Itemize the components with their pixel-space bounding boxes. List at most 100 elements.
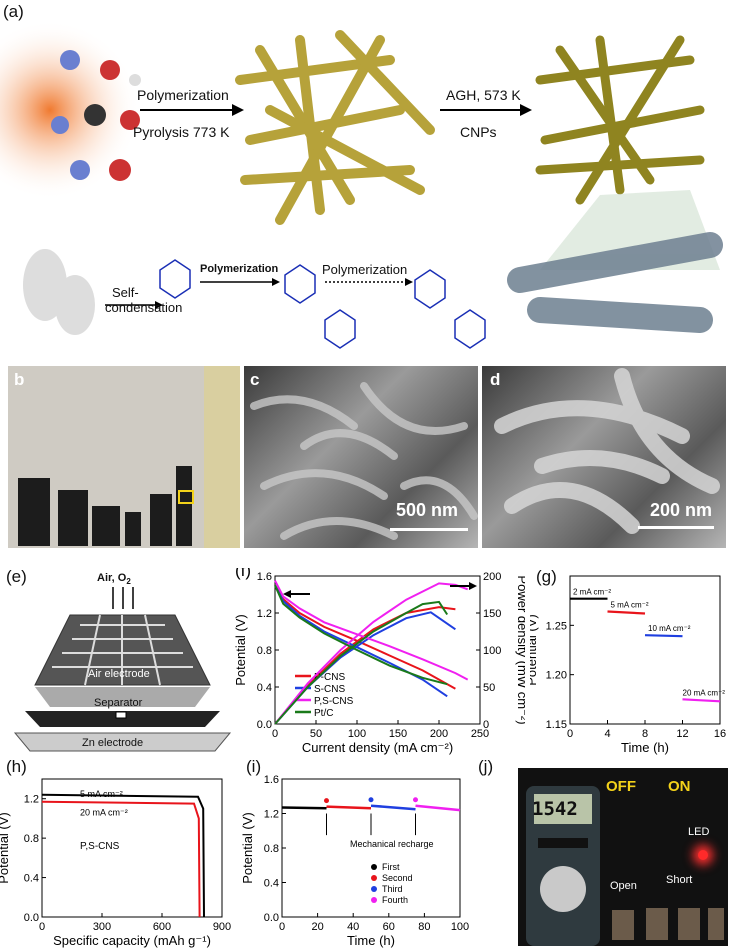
legend-marker-3 xyxy=(371,897,377,903)
x-tick-label: 60 xyxy=(383,921,395,933)
potential-curve-0 xyxy=(274,584,456,690)
series-label-2: 10 mA cm⁻² xyxy=(648,624,691,633)
series-label-0: 5 mA cm⁻² xyxy=(80,789,123,799)
panel-c-sem xyxy=(244,366,478,548)
legend-label-3: Pt/C xyxy=(314,708,333,719)
legend-label-0: P-CNS xyxy=(314,672,345,683)
right-arrow-head xyxy=(469,582,477,590)
panel-e-label: (e) xyxy=(6,567,27,586)
series-line-1 xyxy=(41,800,201,918)
y2-tick-label: 0 xyxy=(483,719,489,731)
air-label: Air, O2 xyxy=(97,572,131,587)
x-tick-label: 100 xyxy=(451,921,469,933)
x-tick-label: 40 xyxy=(347,921,359,933)
legend-label-1: S-CNS xyxy=(314,684,345,695)
step1-bottom-label: Pyrolysis 773 K xyxy=(133,124,230,140)
legend-label-3: Fourth xyxy=(382,895,408,905)
recharge-point-1 xyxy=(324,798,329,804)
panel-d-label: d xyxy=(490,370,501,389)
y-tick-label: 0.0 xyxy=(24,912,39,924)
led-glow xyxy=(698,850,708,860)
polymerization-right-label: Polymerization xyxy=(322,262,408,277)
y2-tick-label: 150 xyxy=(483,608,501,620)
series-line-2 xyxy=(370,804,416,811)
series-line-3 xyxy=(415,804,461,812)
y-tick-label: 0.4 xyxy=(257,682,272,694)
panel-i-label: (i) xyxy=(246,757,262,776)
series-label-0: 2 mA cm⁻² xyxy=(573,588,611,597)
step2-bottom-label: CNPs xyxy=(460,124,497,140)
legend-label-2: P,S-CNS xyxy=(314,696,354,707)
x-tick-label: 0 xyxy=(39,921,45,933)
y2-axis-label: Power density (mW cm⁻²) xyxy=(515,575,525,724)
x-tick-label: 8 xyxy=(642,728,648,740)
panel-c-scale: 500 nm xyxy=(396,500,459,520)
step2-top-label: AGH, 573 K xyxy=(446,87,521,103)
y-tick-label: 0.4 xyxy=(24,873,39,885)
y-axis-label: Potential (V) xyxy=(235,614,248,686)
zn-electrode-label: Zn electrode xyxy=(82,737,144,749)
y-tick-label: 0.0 xyxy=(257,719,272,731)
x-tick-label: 150 xyxy=(389,728,407,740)
y-tick-label: 1.2 xyxy=(257,608,272,620)
x-axis-label: Specific capacity (mAh g⁻¹) xyxy=(53,933,211,948)
y-tick-label: 1.25 xyxy=(546,620,567,632)
x-tick-label: 250 xyxy=(471,728,489,740)
legend-marker-2 xyxy=(371,886,377,892)
series-line-1 xyxy=(607,610,646,615)
panel-f-label: (f) xyxy=(235,568,251,580)
potential-curve-3 xyxy=(274,584,448,686)
tube-bundle-1 xyxy=(235,30,435,225)
multimeter xyxy=(526,786,600,946)
y-tick-label: 1.6 xyxy=(264,774,279,786)
annotation: Mechanical recharge xyxy=(350,839,434,849)
step1-top-label: Polymerization xyxy=(137,87,229,103)
legend-label-0: First xyxy=(382,862,400,872)
legend-marker-1 xyxy=(371,875,377,881)
x-axis-label: Time (h) xyxy=(347,933,395,948)
series-line-0 xyxy=(41,793,205,918)
y-tick-label: 0.8 xyxy=(264,843,279,855)
self-condensation-line2: condensation xyxy=(105,300,183,315)
y-tick-label: 1.15 xyxy=(546,719,567,731)
x-tick-label: 0 xyxy=(567,728,573,740)
recharge-point-3 xyxy=(413,797,418,803)
battery-schematic xyxy=(13,587,232,752)
y2-tick-label: 200 xyxy=(483,571,501,583)
y-tick-label: 0.8 xyxy=(257,645,272,657)
annotation: P,S-CNS xyxy=(80,841,120,852)
x-tick-label: 0 xyxy=(279,921,285,933)
y-axis-label: Potential (V) xyxy=(0,812,11,884)
panel-d-sem xyxy=(482,366,726,548)
legend-label-1: Second xyxy=(382,873,413,883)
x-tick-label: 80 xyxy=(418,921,430,933)
polymerization-bold-label: Polymerization xyxy=(200,263,279,275)
series-line-1 xyxy=(326,805,372,810)
panel-b-photo xyxy=(8,366,240,548)
panel-j-photo: 1542 OFF ON Open Short LED xyxy=(518,768,728,946)
left-arrow-head xyxy=(283,590,291,598)
y-tick-label: 0.0 xyxy=(264,912,279,924)
x-axis-label: Time (h) xyxy=(621,740,669,755)
molecule-structures xyxy=(23,249,486,349)
x-axis-label: Current density (mA cm⁻²) xyxy=(302,740,453,755)
y-tick-label: 1.20 xyxy=(546,670,567,682)
y2-tick-label: 50 xyxy=(483,682,495,694)
recharge-point-2 xyxy=(368,797,374,803)
legend-marker-0 xyxy=(371,864,377,870)
open-label: Open xyxy=(610,880,637,892)
power-curve-0 xyxy=(274,606,456,725)
plot-frame xyxy=(41,778,223,918)
series-label-1: 5 mA cm⁻² xyxy=(611,601,649,610)
air-electrode-label: Air electrode xyxy=(88,668,150,680)
x-tick-label: 4 xyxy=(604,728,610,740)
panel-h-label: (h) xyxy=(6,757,27,776)
off-label: OFF xyxy=(606,778,636,795)
panel-b-label: b xyxy=(14,370,25,389)
panel-c-label: c xyxy=(250,370,260,389)
series-line-3 xyxy=(682,698,721,703)
x-tick-label: 16 xyxy=(714,728,726,740)
legend-label-2: Third xyxy=(382,884,403,894)
